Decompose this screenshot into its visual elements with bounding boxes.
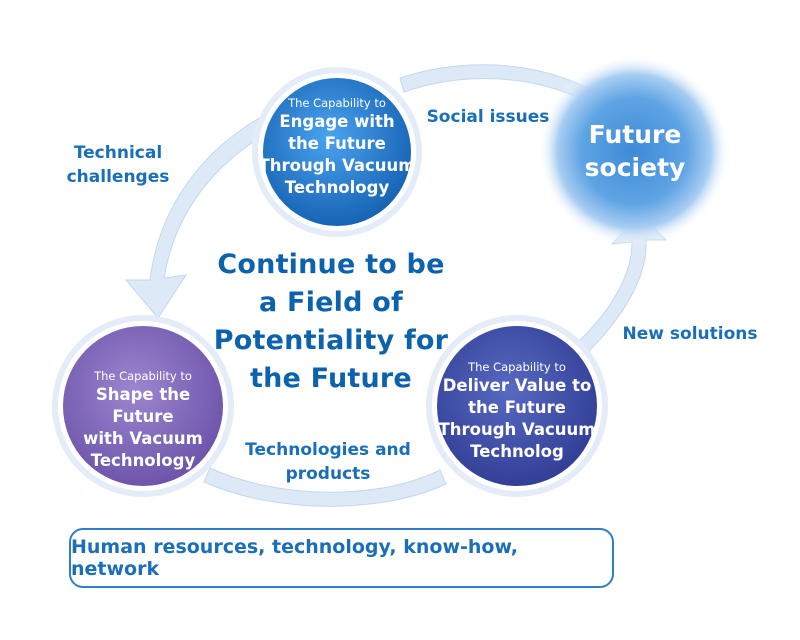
center-line2: a Field of (259, 287, 403, 318)
center-line1: Continue to be (217, 249, 445, 280)
engage-sub: The Capability to (288, 96, 386, 110)
label-social-issues: Social issues (426, 107, 550, 127)
technical-line1: Technical (73, 143, 163, 163)
node-engage (252, 67, 422, 237)
deliver-line1: Deliver Value to (442, 376, 592, 395)
node-deliver (426, 315, 608, 497)
engage-line4: Technology (284, 178, 390, 197)
future-line1: Future (588, 120, 682, 149)
node-shape (52, 315, 234, 497)
engage-line3: Through Vacuum (258, 156, 416, 175)
center-line4: the Future (250, 363, 412, 394)
label-technologies-products: Technologies and products (238, 438, 418, 486)
future-society-text: Future society (560, 118, 710, 184)
future-society-glow (538, 55, 730, 247)
products-line2: products (285, 464, 371, 484)
deliver-text: The Capability to Deliver Value to the F… (437, 359, 597, 463)
deliver-line3: Through Vacuum (438, 420, 596, 439)
label-new-solutions: New solutions (622, 324, 758, 344)
deliver-line2: the Future (468, 398, 566, 417)
shape-line3: Technology (90, 451, 196, 470)
engage-line1: Engage with (279, 112, 395, 131)
engage-line2: the Future (288, 134, 386, 153)
center-line3: Potentiality for (213, 325, 449, 356)
shape-line2: with Vacuum (83, 429, 203, 448)
foundation-box: Human resources, technology, know-how, n… (69, 528, 614, 588)
shape-text: The Capability to Shape the Future with … (63, 368, 223, 472)
foundation-text: Human resources, technology, know-how, n… (71, 536, 519, 580)
center-headline: Continue to be a Field of Potentiality f… (195, 246, 467, 398)
arrow-technologies-products (203, 467, 447, 507)
engage-text: The Capability to Engage with the Future… (257, 95, 417, 199)
shape-sub: The Capability to (94, 369, 192, 383)
label-technical-challenges: Technical challenges (58, 141, 178, 189)
technical-line2: challenges (66, 167, 170, 187)
ring-arrows (124, 64, 668, 507)
future-line2: society (584, 153, 686, 182)
deliver-sub: The Capability to (468, 360, 566, 374)
deliver-line4: Technolog (470, 442, 564, 461)
shape-line1: Shape the Future (95, 385, 191, 426)
products-line1: Technologies and (245, 440, 411, 460)
